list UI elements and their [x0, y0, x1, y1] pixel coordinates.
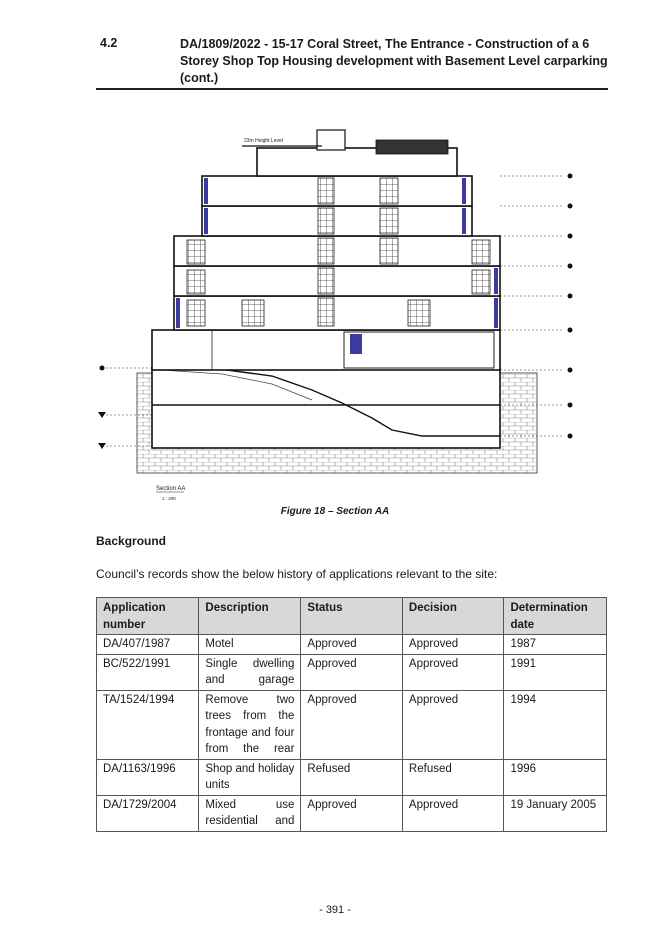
- table-cell: Refused: [401, 758, 505, 796]
- col-header: Description: [198, 597, 302, 635]
- table-cell: Approved: [401, 794, 505, 832]
- page-number: - 391 -: [319, 904, 351, 916]
- height-level-label: 23m Height Level: [244, 138, 283, 144]
- figure-caption: Figure 18 – Section AA: [280, 506, 390, 517]
- col-header: Application number: [95, 597, 200, 635]
- table-cell: Approved: [401, 634, 505, 655]
- header-rule: [96, 88, 608, 90]
- table-cell: 19 January 2005: [503, 794, 607, 832]
- table-cell: DA/407/1987: [95, 634, 200, 655]
- table-cell: Approved: [300, 689, 403, 760]
- table-row: TA/1524/1994 Remove two trees from the f…: [95, 689, 607, 760]
- table-cell: BC/522/1991: [95, 653, 200, 691]
- table-cell: Approved: [300, 653, 403, 691]
- table-cell: Approved: [401, 653, 505, 691]
- item-number: 4.2: [100, 36, 118, 50]
- table-cell: 1996: [503, 758, 607, 796]
- col-header: Determination date: [503, 597, 607, 635]
- application-history-table: Application number Description Status De…: [95, 597, 607, 832]
- table-cell: Approved: [300, 794, 403, 832]
- scale-label: 1 : 200: [162, 496, 176, 501]
- table-cell: DA/1729/2004: [95, 794, 200, 832]
- table-cell: 1991: [503, 653, 607, 691]
- table-row: DA/1729/2004 Mixed use residential and A…: [95, 794, 607, 832]
- table-cell: 1987: [503, 634, 607, 655]
- table-row: DA/1163/1996 Shop and holiday units Refu…: [95, 758, 607, 796]
- table-cell: Approved: [401, 689, 505, 760]
- table-row: DA/407/1987 Motel Approved Approved 1987: [95, 634, 607, 655]
- section-label: Section AA: [156, 486, 185, 492]
- item-title: DA/1809/2022 - 15-17 Coral Street, The E…: [180, 37, 608, 85]
- table-cell: Motel: [198, 634, 302, 655]
- table-cell: Mixed use residential and: [198, 794, 302, 832]
- col-header: Status: [300, 597, 403, 635]
- table-cell: Refused: [300, 758, 403, 796]
- col-header: Decision: [401, 597, 505, 635]
- table-cell: Shop and holiday units: [198, 758, 302, 796]
- table-header-row: Application number Description Status De…: [95, 597, 607, 635]
- table-cell: Remove two trees from the frontage and f…: [198, 689, 302, 760]
- table-cell: Approved: [300, 634, 403, 655]
- table-cell: DA/1163/1996: [95, 758, 200, 796]
- table-cell: TA/1524/1994: [95, 689, 200, 760]
- intro-paragraph: Council’s records show the below history…: [96, 567, 498, 581]
- table-cell: Single dwelling and garage: [198, 653, 302, 691]
- table-cell: 1994: [503, 689, 607, 760]
- table-row: BC/522/1991 Single dwelling and garage A…: [95, 653, 607, 691]
- section-drawing: 23m Height Level: [98, 129, 573, 501]
- section-heading: Background: [96, 534, 167, 548]
